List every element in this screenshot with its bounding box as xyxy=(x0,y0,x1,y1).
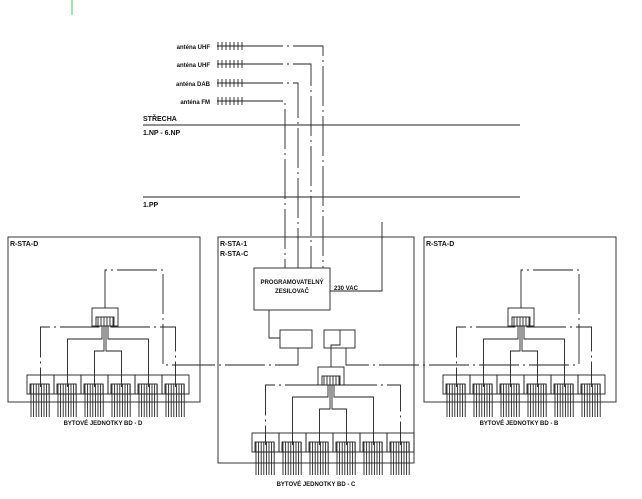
antenna-label: anténa DAB xyxy=(176,82,211,88)
left-splitter-ports xyxy=(95,316,115,327)
amplifier-to-splitter xyxy=(268,310,280,339)
unit-feed-cable xyxy=(456,326,516,387)
unit-outlets xyxy=(137,383,158,395)
unit-feed-cable xyxy=(110,326,176,387)
splitter-to-distribution xyxy=(330,330,341,367)
center-cabinet xyxy=(217,236,415,464)
unit-feed-cable xyxy=(510,326,521,387)
trunk-to-right xyxy=(345,348,579,366)
unit-feed-cable xyxy=(67,326,103,387)
units-label-c: BYTOVÉ JEDNOTKY BD - C xyxy=(277,480,356,488)
antenna-feed-cable xyxy=(243,45,324,268)
level-label-floors: 1.NP - 6.NP xyxy=(143,130,181,137)
right-splitter-ports xyxy=(511,316,531,327)
unit-feed-cable xyxy=(94,326,105,387)
unit-feed-cable xyxy=(107,326,149,387)
unit-feed-cable xyxy=(331,385,347,445)
level-label-roof: STŘECHA xyxy=(143,114,177,123)
amplifier-label-1: PROGRAMOVATELNÝ xyxy=(260,279,323,286)
left-title: R-STA-D xyxy=(10,241,38,248)
antenna-label: anténa UHF xyxy=(177,45,211,51)
power-label: 230 VAC xyxy=(334,286,359,292)
unit-feed-cable xyxy=(483,326,519,387)
power-line xyxy=(330,222,383,292)
center-title-1: R-STA-1 xyxy=(220,241,247,248)
center-splitter-ports xyxy=(321,375,341,386)
trunk-to-left xyxy=(210,348,299,366)
unit-feed-cable xyxy=(40,326,100,387)
antenna-feed-cable xyxy=(243,100,286,268)
programmable-amplifier xyxy=(253,267,331,311)
unit-outlets xyxy=(164,383,185,395)
right-title: R-STA-D xyxy=(426,241,454,248)
center-splitter-1 xyxy=(279,329,313,349)
antenna-feed-cable xyxy=(243,63,312,268)
trunk-cable-left xyxy=(104,269,210,366)
antenna-feed-cable xyxy=(243,82,299,268)
unit-feed-cable xyxy=(521,326,538,387)
unit-feed-cable xyxy=(526,326,592,387)
unit-feed-cable xyxy=(265,384,325,445)
left-cabinet xyxy=(7,236,201,403)
antenna-label: anténa UHF xyxy=(177,63,211,69)
center-splitter-2 xyxy=(323,329,356,349)
units-label-d: BYTOVÉ JEDNOTKY BD - D xyxy=(64,419,143,427)
antenna-label: anténa FM xyxy=(180,100,210,106)
trunk-cable-right xyxy=(520,269,580,365)
unit-feed-cable xyxy=(292,385,329,445)
unit-feed-cable xyxy=(333,385,374,445)
right-cabinet xyxy=(423,236,617,403)
unit-feed-cable xyxy=(337,384,401,445)
level-label-basement: 1.PP xyxy=(143,202,159,209)
unit-feed-cable xyxy=(105,326,122,387)
units-label-b: BYTOVÉ JEDNOTKY BD - B xyxy=(480,419,559,427)
unit-feed-cable xyxy=(319,385,331,445)
center-title-2: R-STA-C xyxy=(220,251,248,258)
unit-feed-cable xyxy=(523,326,565,387)
amplifier-label-2: ZESILOVAČ xyxy=(275,288,310,295)
